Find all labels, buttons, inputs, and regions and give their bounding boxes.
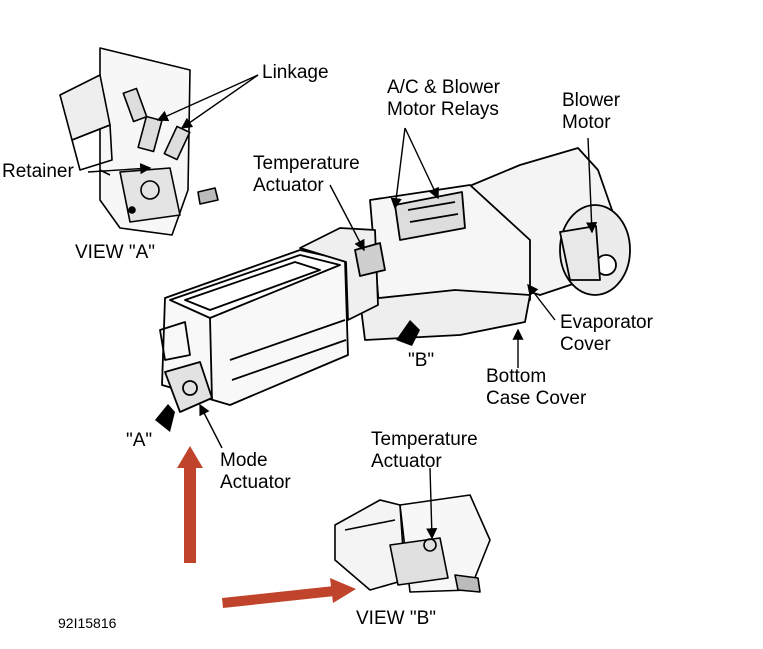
leader-lines	[87, 74, 598, 540]
mode-actuator-label: Mode Actuator	[220, 450, 291, 494]
temperature-actuator-top-line1: Temperature	[253, 153, 360, 174]
blower-motor-line2: Motor	[562, 112, 611, 133]
ac-blower-relays-line1: A/C & Blower	[387, 77, 500, 98]
view-b-marker-arrow	[396, 320, 420, 346]
evaporator-cover-line2: Cover	[560, 334, 611, 355]
blower-motor-label: Blower Motor	[562, 90, 620, 134]
retainer-label: Retainer	[2, 161, 74, 182]
bottom-case-cover-line1: Bottom	[486, 366, 547, 387]
temperature-actuator-bottom-line2: Actuator	[371, 451, 442, 472]
temperature-actuator-bottom-label: Temperature Actuator	[371, 429, 478, 473]
red-arrow-right	[222, 578, 356, 608]
blower-motor-line1: Blower	[562, 90, 621, 111]
temperature-actuator-bottom-line1: Temperature	[371, 429, 478, 450]
diagram-code: 92I15816	[58, 615, 117, 631]
view-a-inset	[59, 47, 219, 236]
evaporator-cover-label: Evaporator Cover	[560, 312, 653, 356]
view-b-label: VIEW "B"	[356, 608, 436, 629]
annotation-arrows	[177, 446, 356, 608]
b-marker-label: "B"	[408, 350, 435, 371]
evaporator-cover-line1: Evaporator	[560, 312, 653, 333]
ac-blower-relays-line2: Motor Relays	[387, 99, 499, 120]
view-markers	[155, 320, 420, 432]
mode-actuator-line2: Actuator	[220, 472, 291, 493]
main-hvac-housing	[159, 147, 631, 413]
linkage-label: Linkage	[262, 62, 329, 83]
ac-blower-relays-label: A/C & Blower Motor Relays	[387, 77, 500, 121]
temperature-actuator-top-line2: Actuator	[253, 175, 324, 196]
mode-actuator-line1: Mode	[220, 450, 268, 471]
bottom-case-cover-label: Bottom Case Cover	[486, 366, 586, 410]
temperature-actuator-top-label: Temperature Actuator	[253, 153, 360, 197]
view-b-inset	[334, 494, 491, 593]
bottom-case-cover-line2: Case Cover	[486, 388, 587, 409]
view-a-label: VIEW "A"	[75, 242, 155, 263]
view-a-marker-arrow	[155, 404, 175, 432]
red-arrow-up	[177, 446, 203, 563]
a-marker-label: "A"	[126, 430, 153, 451]
